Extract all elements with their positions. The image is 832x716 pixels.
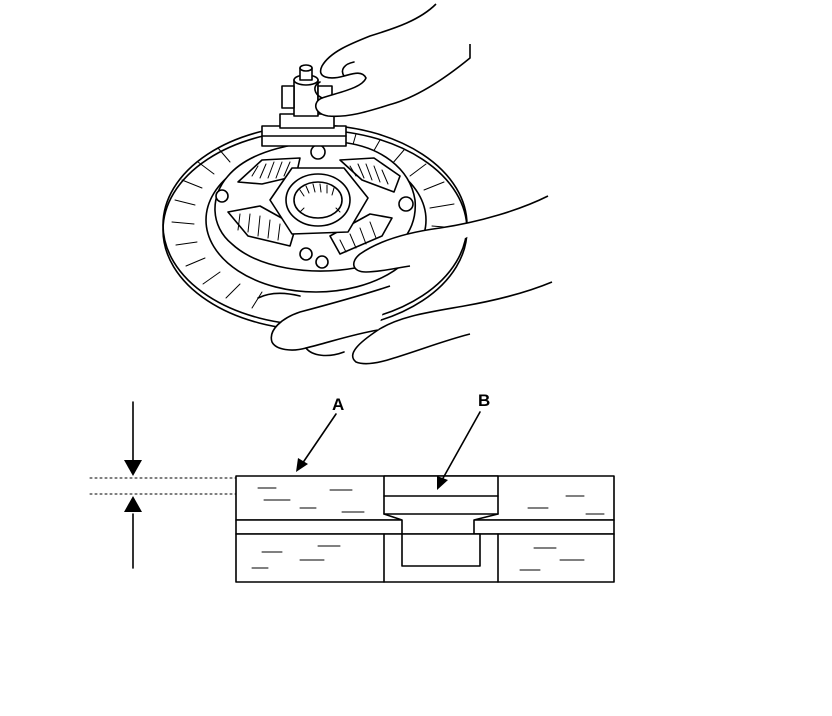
hand-icon [314,3,471,118]
rivet-head [383,475,499,567]
dimension-indicator [89,401,237,569]
callout-b-label: B [478,391,490,410]
callout-b: B [437,391,490,490]
clutch-disc-icon [162,124,468,331]
callout-a: A [296,395,344,472]
rivet-cross-section: A B [89,391,615,583]
clutch-disc-illustration [162,3,553,365]
rivet-tool-icon [261,64,347,147]
callout-a-label: A [332,395,344,414]
hand-icon [257,195,553,365]
